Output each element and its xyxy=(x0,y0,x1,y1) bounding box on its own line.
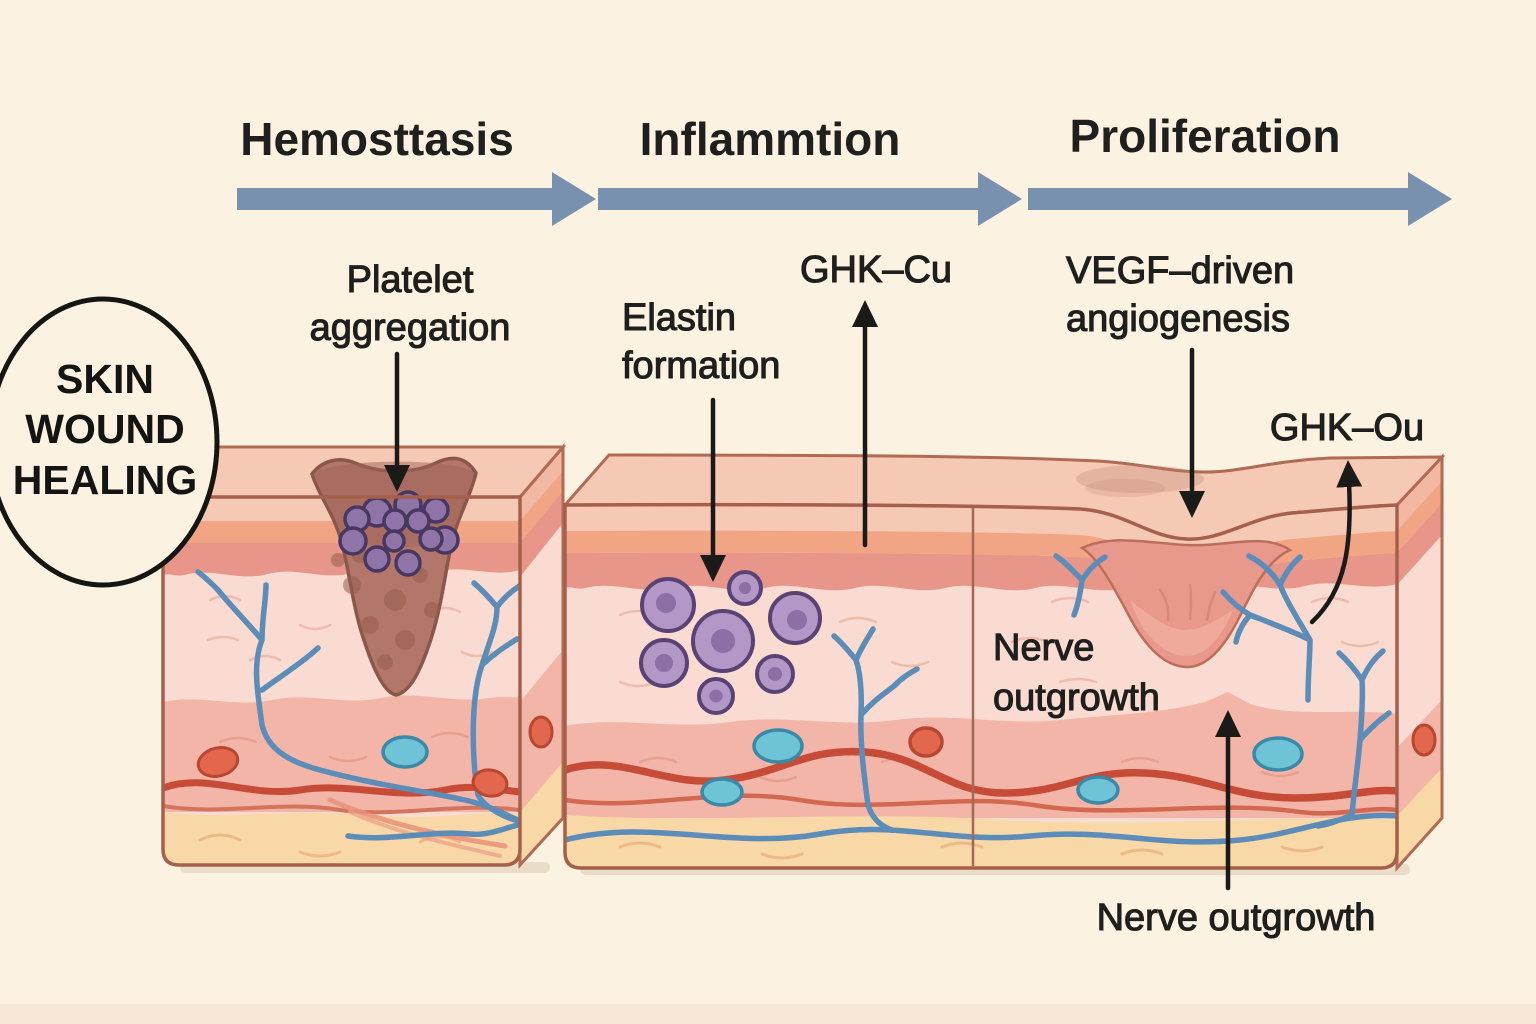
panel1-outline xyxy=(161,495,522,867)
phase-title-inflammation: Inflammtion xyxy=(640,113,901,165)
timeline: Hemosttasis Inflammtion Proliferation xyxy=(237,110,1452,226)
red-cell xyxy=(528,715,554,749)
ghk-cu-label: GHK–Cu xyxy=(800,249,952,291)
timeline-arrow-proliferation-icon xyxy=(1028,172,1452,226)
layer-dermis-deep xyxy=(163,695,520,812)
annotations: Platelet aggregation Elastin formation G… xyxy=(309,248,1425,939)
layer-dermis-upper xyxy=(565,552,1397,591)
skin-panel-inflammation-proliferation xyxy=(561,453,1446,875)
teal-cell xyxy=(1076,775,1120,805)
badge-line2: WOUND xyxy=(25,406,184,452)
teal-cell xyxy=(752,728,804,764)
bruise-smudge xyxy=(1085,479,1165,497)
teal-cell xyxy=(381,735,429,769)
nerve-outgrowth-panel-label-line2: outgrowth xyxy=(993,677,1160,719)
timeline-arrow-inflammation-icon xyxy=(598,172,1022,226)
red-cell xyxy=(196,746,240,778)
nerve-outgrowth-bottom-label: Nerve outgrowth xyxy=(1097,897,1376,939)
panel23-outline xyxy=(563,502,1399,870)
nerve-outgrowth-panel-label-line1: Nerve xyxy=(993,627,1094,669)
platelet-label-line1: Platelet xyxy=(347,259,474,301)
panel23-front-face xyxy=(565,504,1397,868)
layer-hypodermis xyxy=(565,815,1397,868)
bruise-smudge xyxy=(1076,465,1204,493)
skin-panel-hemostasis xyxy=(159,442,567,873)
red-cell xyxy=(1411,723,1437,757)
elastin-label-line1: Elastin xyxy=(622,297,736,339)
platelet-label-line2: aggregation xyxy=(310,307,511,349)
badge-line3: HEALING xyxy=(13,457,198,503)
vegf-label-line1: VEGF–driven xyxy=(1066,250,1294,292)
nerve-branches xyxy=(565,553,1397,845)
phase-title-hemostasis: Hemosttasis xyxy=(240,113,514,165)
elastin-label-line2: formation xyxy=(622,345,780,387)
ghk-ou-arrow-icon xyxy=(1309,460,1363,625)
healing-wound xyxy=(1079,539,1293,669)
red-cell xyxy=(908,726,944,758)
timeline-arrow-hemostasis-icon xyxy=(237,172,596,226)
nerve-branches xyxy=(195,569,520,841)
hypodermis-texture xyxy=(618,841,1324,860)
immune-cell-nuclei xyxy=(655,582,807,703)
panel3-side-face xyxy=(1395,453,1444,872)
title-badge: SKIN WOUND HEALING xyxy=(0,296,220,588)
badge-circle xyxy=(0,296,220,588)
bottom-tint xyxy=(0,1004,1536,1024)
layer-hypodermis xyxy=(163,812,520,865)
vegf-label-line2: angiogenesis xyxy=(1066,298,1290,340)
badge-line1: SKIN xyxy=(56,356,154,402)
teal-cell xyxy=(1252,736,1304,772)
teal-cell xyxy=(700,777,744,807)
layer-dermis-deep xyxy=(565,692,1397,818)
ghk-ou-label: GHK–Ou xyxy=(1270,407,1424,449)
red-cell xyxy=(471,768,509,798)
panel1-side-face xyxy=(518,442,565,869)
phase-title-proliferation: Proliferation xyxy=(1070,110,1341,162)
hypodermis-texture xyxy=(198,833,462,858)
dermis-deep-texture xyxy=(218,731,470,763)
